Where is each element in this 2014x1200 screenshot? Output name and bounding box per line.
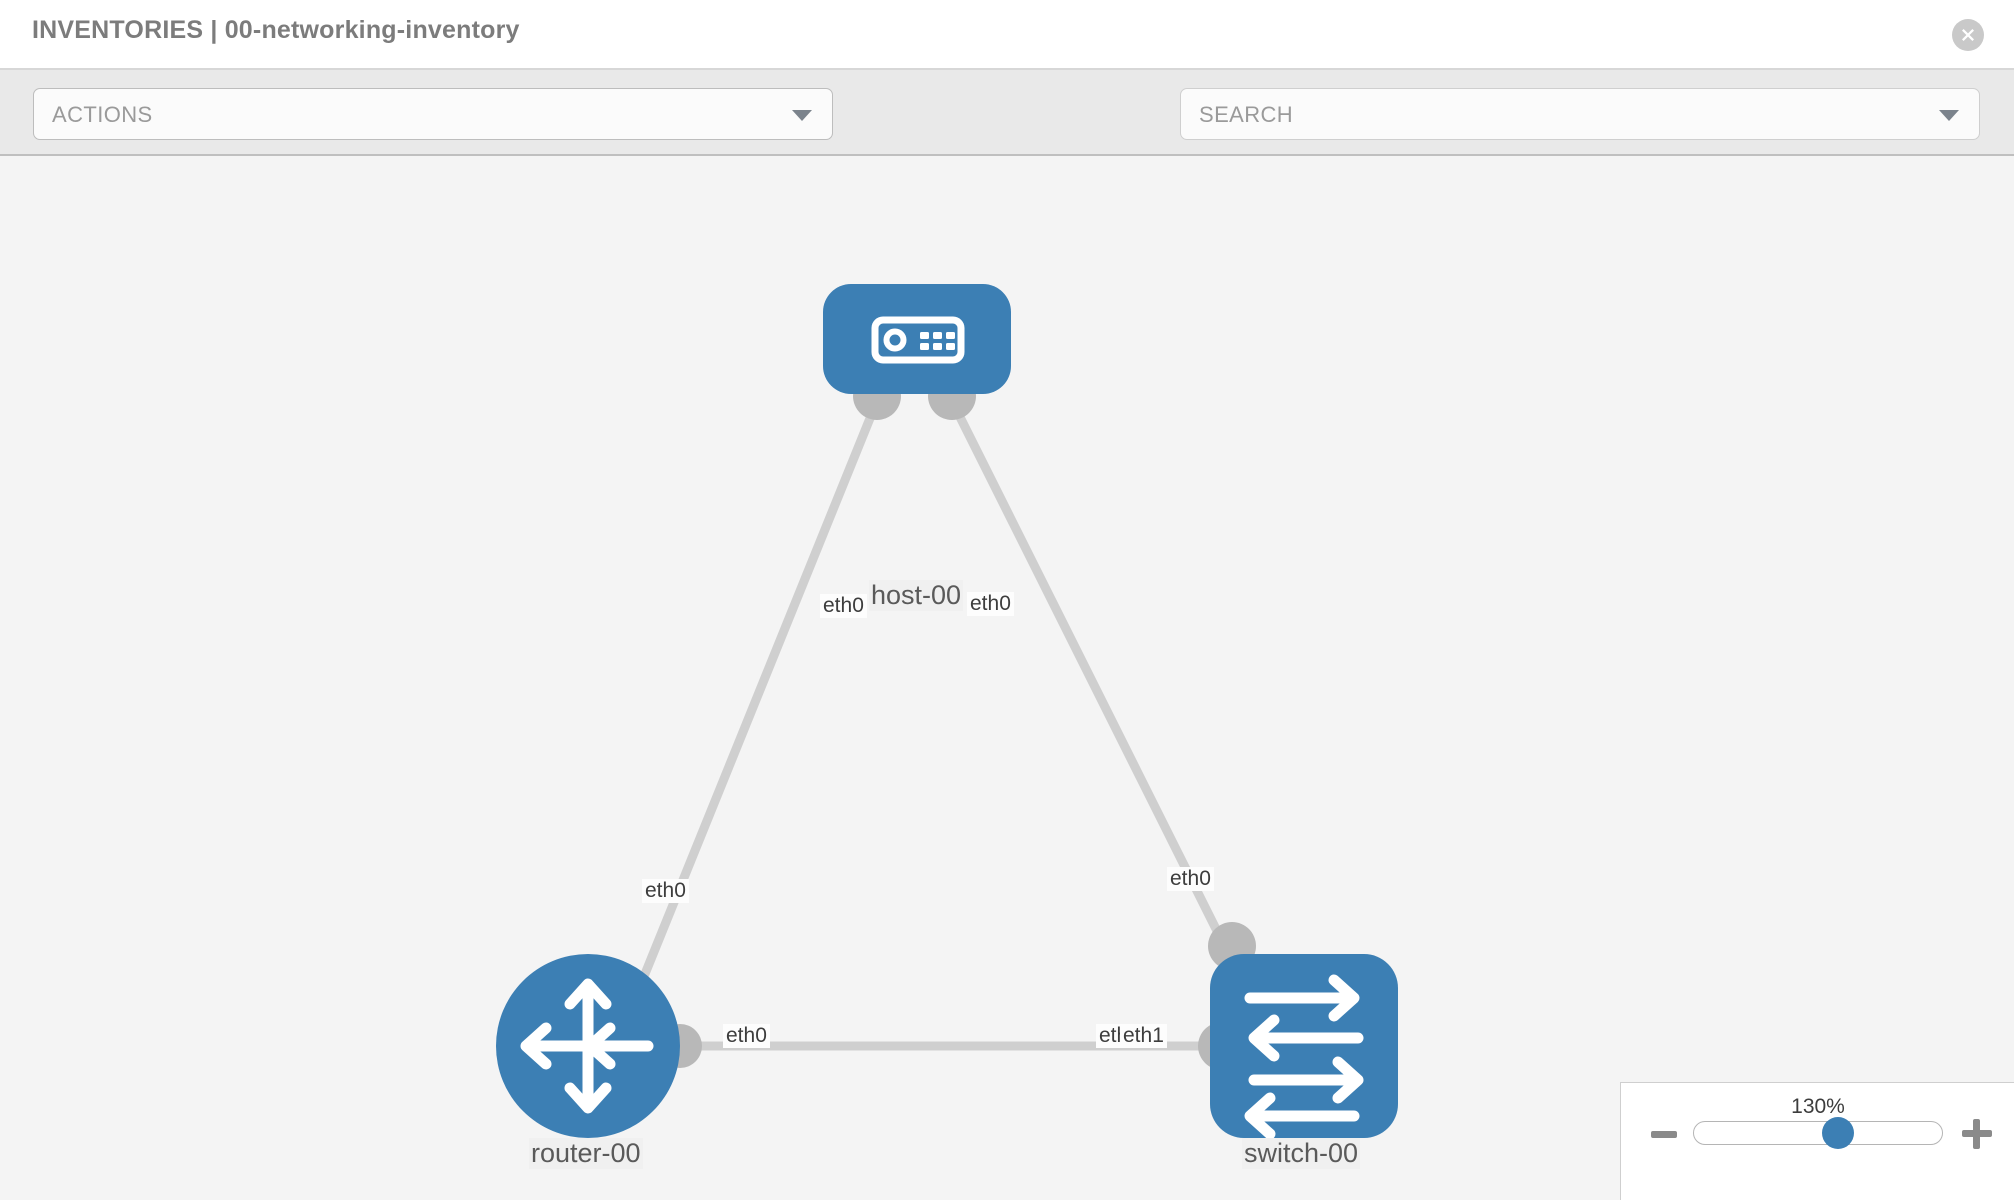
server-icon xyxy=(871,316,965,364)
actions-dropdown[interactable]: ACTIONS xyxy=(33,88,833,140)
node-router-00[interactable] xyxy=(496,954,680,1138)
search-placeholder: SEARCH xyxy=(1199,102,1294,127)
page-title: INVENTORIES | 00-networking-inventory xyxy=(32,16,520,44)
chevron-down-icon xyxy=(792,110,812,121)
close-icon[interactable] xyxy=(1952,19,1984,51)
zoom-slider-track[interactable] xyxy=(1693,1117,1943,1149)
edge-label-host-left: eth0 xyxy=(820,594,867,618)
minus-icon[interactable] xyxy=(1651,1131,1677,1138)
toolbar: ACTIONS SEARCH xyxy=(0,70,2014,203)
zoom-control-panel: 130% xyxy=(1620,1082,2014,1200)
edge-label-switch-up: eth0 xyxy=(1167,867,1214,891)
topology-canvas[interactable]: host-00 router-00 switch-00 eth0 eth0 et… xyxy=(0,156,2014,1200)
edge-label-router-up: eth0 xyxy=(642,879,689,903)
edge-label-switch-eth1: eth1 xyxy=(1120,1024,1167,1048)
four-way-arrow-icon xyxy=(520,978,654,1114)
node-label-host: host-00 xyxy=(869,580,964,611)
node-host-00[interactable] xyxy=(823,284,1011,394)
zoom-slider-thumb[interactable] xyxy=(1822,1117,1854,1149)
node-label-router: router-00 xyxy=(529,1138,643,1169)
chevron-down-icon[interactable] xyxy=(1939,110,1959,121)
topology-links xyxy=(625,398,1237,1051)
node-label-switch: switch-00 xyxy=(1242,1138,1361,1169)
topology-graph xyxy=(496,284,1398,1140)
node-switch-00[interactable] xyxy=(1210,954,1398,1140)
switch-arrows-icon xyxy=(1244,974,1364,1140)
edge-label-host-right: eth0 xyxy=(967,592,1014,616)
plus-icon[interactable] xyxy=(1962,1119,1992,1149)
actions-dropdown-label: ACTIONS xyxy=(52,102,153,127)
zoom-level-value: 130% xyxy=(1791,1095,1845,1118)
edge-label-router-right: eth0 xyxy=(723,1024,770,1048)
link-host-router[interactable] xyxy=(625,399,882,1013)
search-input[interactable]: SEARCH xyxy=(1180,88,1980,140)
page-header: INVENTORIES | 00-networking-inventory xyxy=(0,0,2014,70)
